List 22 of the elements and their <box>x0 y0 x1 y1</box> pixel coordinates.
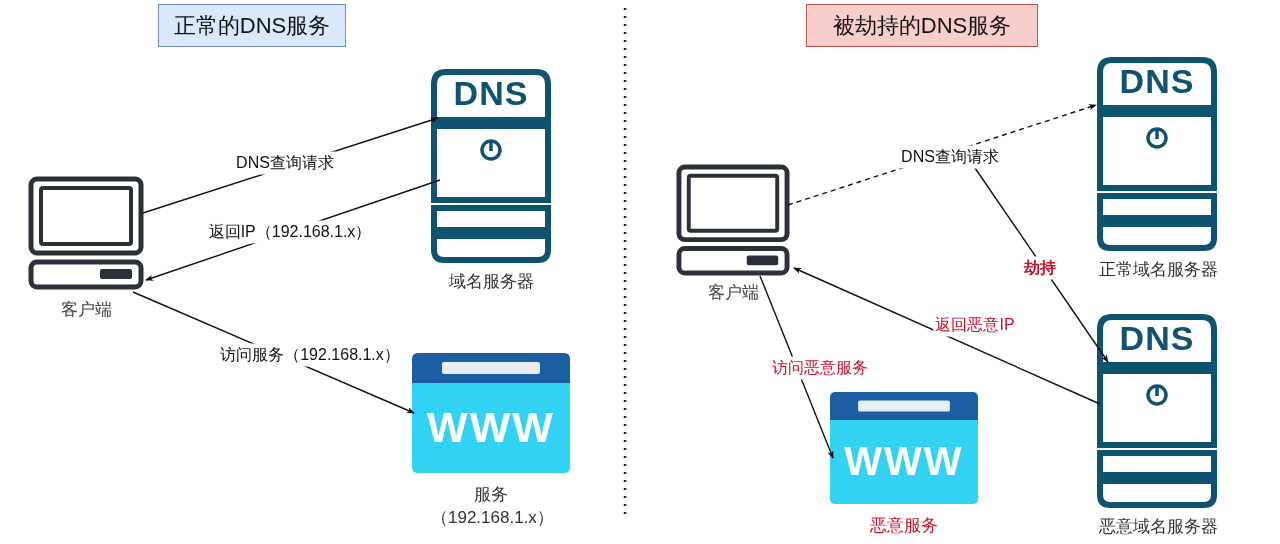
title-box: 被劫持的DNS服务 <box>806 4 1038 47</box>
edge-label: 劫持 <box>1022 256 1058 280</box>
edge-label: DNS查询请求 <box>899 145 1001 169</box>
node-label: 服务（192.168.1.x） <box>431 484 551 529</box>
web-label: WWW <box>843 439 965 484</box>
node-label: 客户端 <box>707 282 759 304</box>
node-label: 域名服务器 <box>448 271 534 293</box>
arrow <box>759 275 834 459</box>
web-label: WWW <box>426 403 556 452</box>
edge-label: DNS查询请求 <box>234 151 336 175</box>
node-label: 正常域名服务器 <box>1098 259 1218 281</box>
server-label: DNS <box>1118 319 1196 358</box>
node-label: 恶意服务 <box>870 515 938 537</box>
node-label: 恶意域名服务器 <box>1098 516 1218 538</box>
arrow <box>974 167 1109 363</box>
edge-label: 返回恶意IP <box>933 313 1017 337</box>
arrow <box>793 267 1101 405</box>
node-label: 客户端 <box>60 299 112 321</box>
title-box: 正常的DNS服务 <box>158 4 346 47</box>
edge-label: 访问恶意服务 <box>770 356 870 380</box>
server-label: DNS <box>452 74 530 113</box>
server-label: DNS <box>1118 62 1196 101</box>
